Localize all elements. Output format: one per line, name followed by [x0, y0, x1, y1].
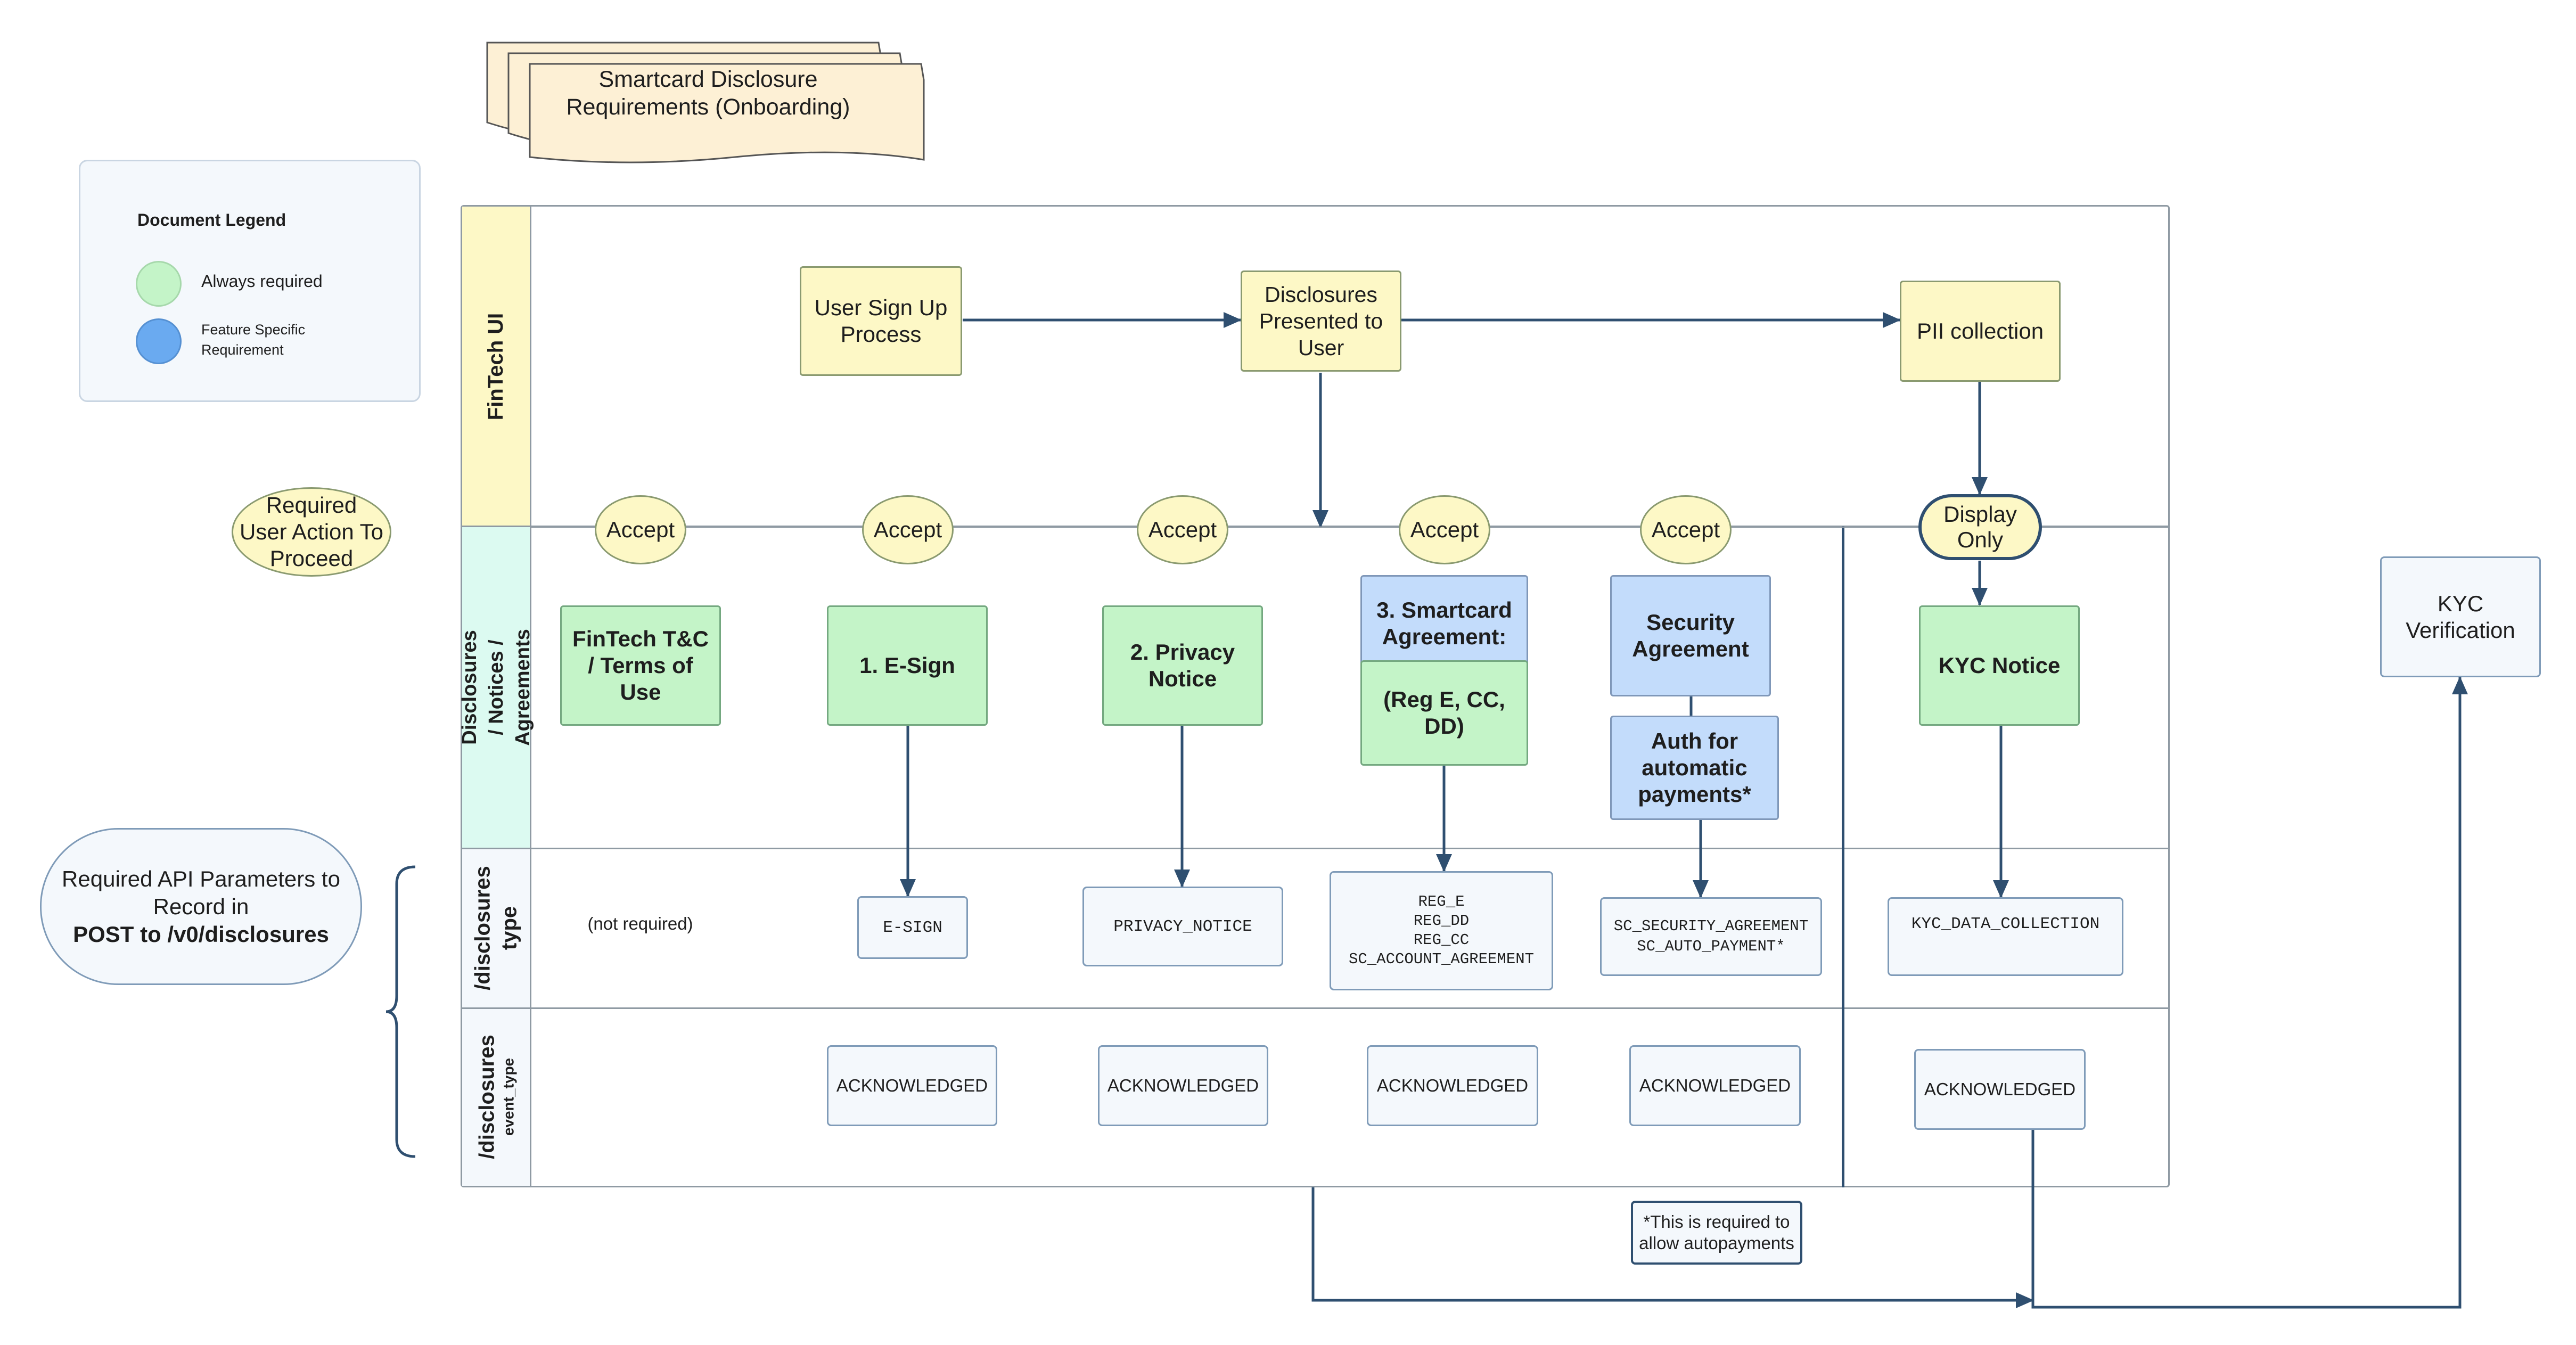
type-privacy-notice: PRIVACY_NOTICE — [1082, 887, 1283, 966]
legend-heading: Document Legend — [137, 210, 286, 229]
api-params-line2: POST to /v0/disclosures — [73, 921, 329, 947]
user-sign-up-process: User Sign Up Process — [800, 266, 962, 376]
smartcard-reg-e-cc-dd: (Reg E, CC, DD) — [1360, 660, 1528, 766]
arrow-kyc-ack-to-verification — [2031, 676, 2468, 1309]
legend-always-swatch — [136, 261, 182, 307]
event-privacy-ack: ACKNOWLEDGED — [1098, 1045, 1268, 1126]
event-kyc-ack: ACKNOWLEDGED — [1914, 1049, 2086, 1130]
diagram-title: Smartcard Disclosure Requirements (Onboa… — [566, 67, 850, 120]
accept-fintech-tc: Accept — [595, 495, 686, 564]
type-not-required: (not required) — [587, 914, 693, 933]
accept-privacy: Accept — [1137, 495, 1228, 564]
event-security-ack: ACKNOWLEDGED — [1629, 1045, 1801, 1126]
event-esign-ack: ACKNOWLEDGED — [827, 1045, 997, 1126]
fintech-tc-terms-of-use: FinTech T&C / Terms of Use — [560, 605, 721, 726]
pii-collection: PII collection — [1900, 281, 2061, 382]
lane-header-divider — [530, 207, 531, 1186]
autopay-footnote: *This is required to allow autopayments — [1631, 1201, 1802, 1265]
smartcard-agreement-document: 3. Smartcard Agreement: — [1360, 575, 1528, 671]
kyc-verification: KYC Verification — [2380, 556, 2541, 677]
disclosures-presented-to-user: Disclosures Presented to User — [1241, 270, 1401, 372]
accept-smartcard: Accept — [1399, 495, 1490, 564]
type-kyc-data-collection: KYC_DATA_COLLECTION — [1888, 897, 2123, 976]
legend-feature-label: Feature Specific Requirement — [201, 322, 306, 358]
title-document-stack — [486, 42, 925, 163]
lane-divider-3 — [462, 1007, 2169, 1009]
lane-header-fintech-ui — [462, 207, 530, 526]
lane-header-event — [462, 1008, 530, 1186]
kyc-section-divider — [1842, 526, 1844, 1187]
api-params-line1: Required API Parameters to Record in — [62, 866, 340, 919]
type-smartcard: REG_E REG_DD REG_CC SC_ACCOUNT_AGREEMENT — [1330, 871, 1553, 990]
legend-always-label: Always required — [201, 272, 323, 291]
type-security: SC_SECURITY_AGREEMENT SC_AUTO_PAYMENT* — [1600, 897, 1822, 976]
api-params-label: Required API Parameters to Record in POS… — [40, 828, 362, 985]
auth-automatic-payments: Auth for automatic payments* — [1610, 716, 1779, 820]
accept-security: Accept — [1640, 495, 1732, 564]
type-e-sign: E-SIGN — [857, 896, 968, 959]
security-agreement-document: Security Agreement — [1610, 575, 1771, 696]
lane-divider-2 — [462, 848, 2169, 849]
brace-icon — [385, 865, 416, 1158]
lane-header-type — [462, 848, 530, 1008]
e-sign-document: 1. E-Sign — [827, 605, 988, 726]
privacy-notice-document: 2. Privacy Notice — [1102, 605, 1263, 726]
accept-esign: Accept — [862, 495, 954, 564]
required-action-label: Required User Action To Proceed — [232, 487, 391, 577]
event-smartcard-ack: ACKNOWLEDGED — [1367, 1045, 1538, 1126]
display-only: Display Only — [1918, 494, 2042, 560]
lane-header-disclosures — [462, 526, 530, 848]
arrow-bottom-to-kyc-ack — [1311, 1187, 2034, 1308]
legend-feature-swatch — [136, 318, 182, 364]
kyc-notice-document: KYC Notice — [1919, 605, 2080, 726]
